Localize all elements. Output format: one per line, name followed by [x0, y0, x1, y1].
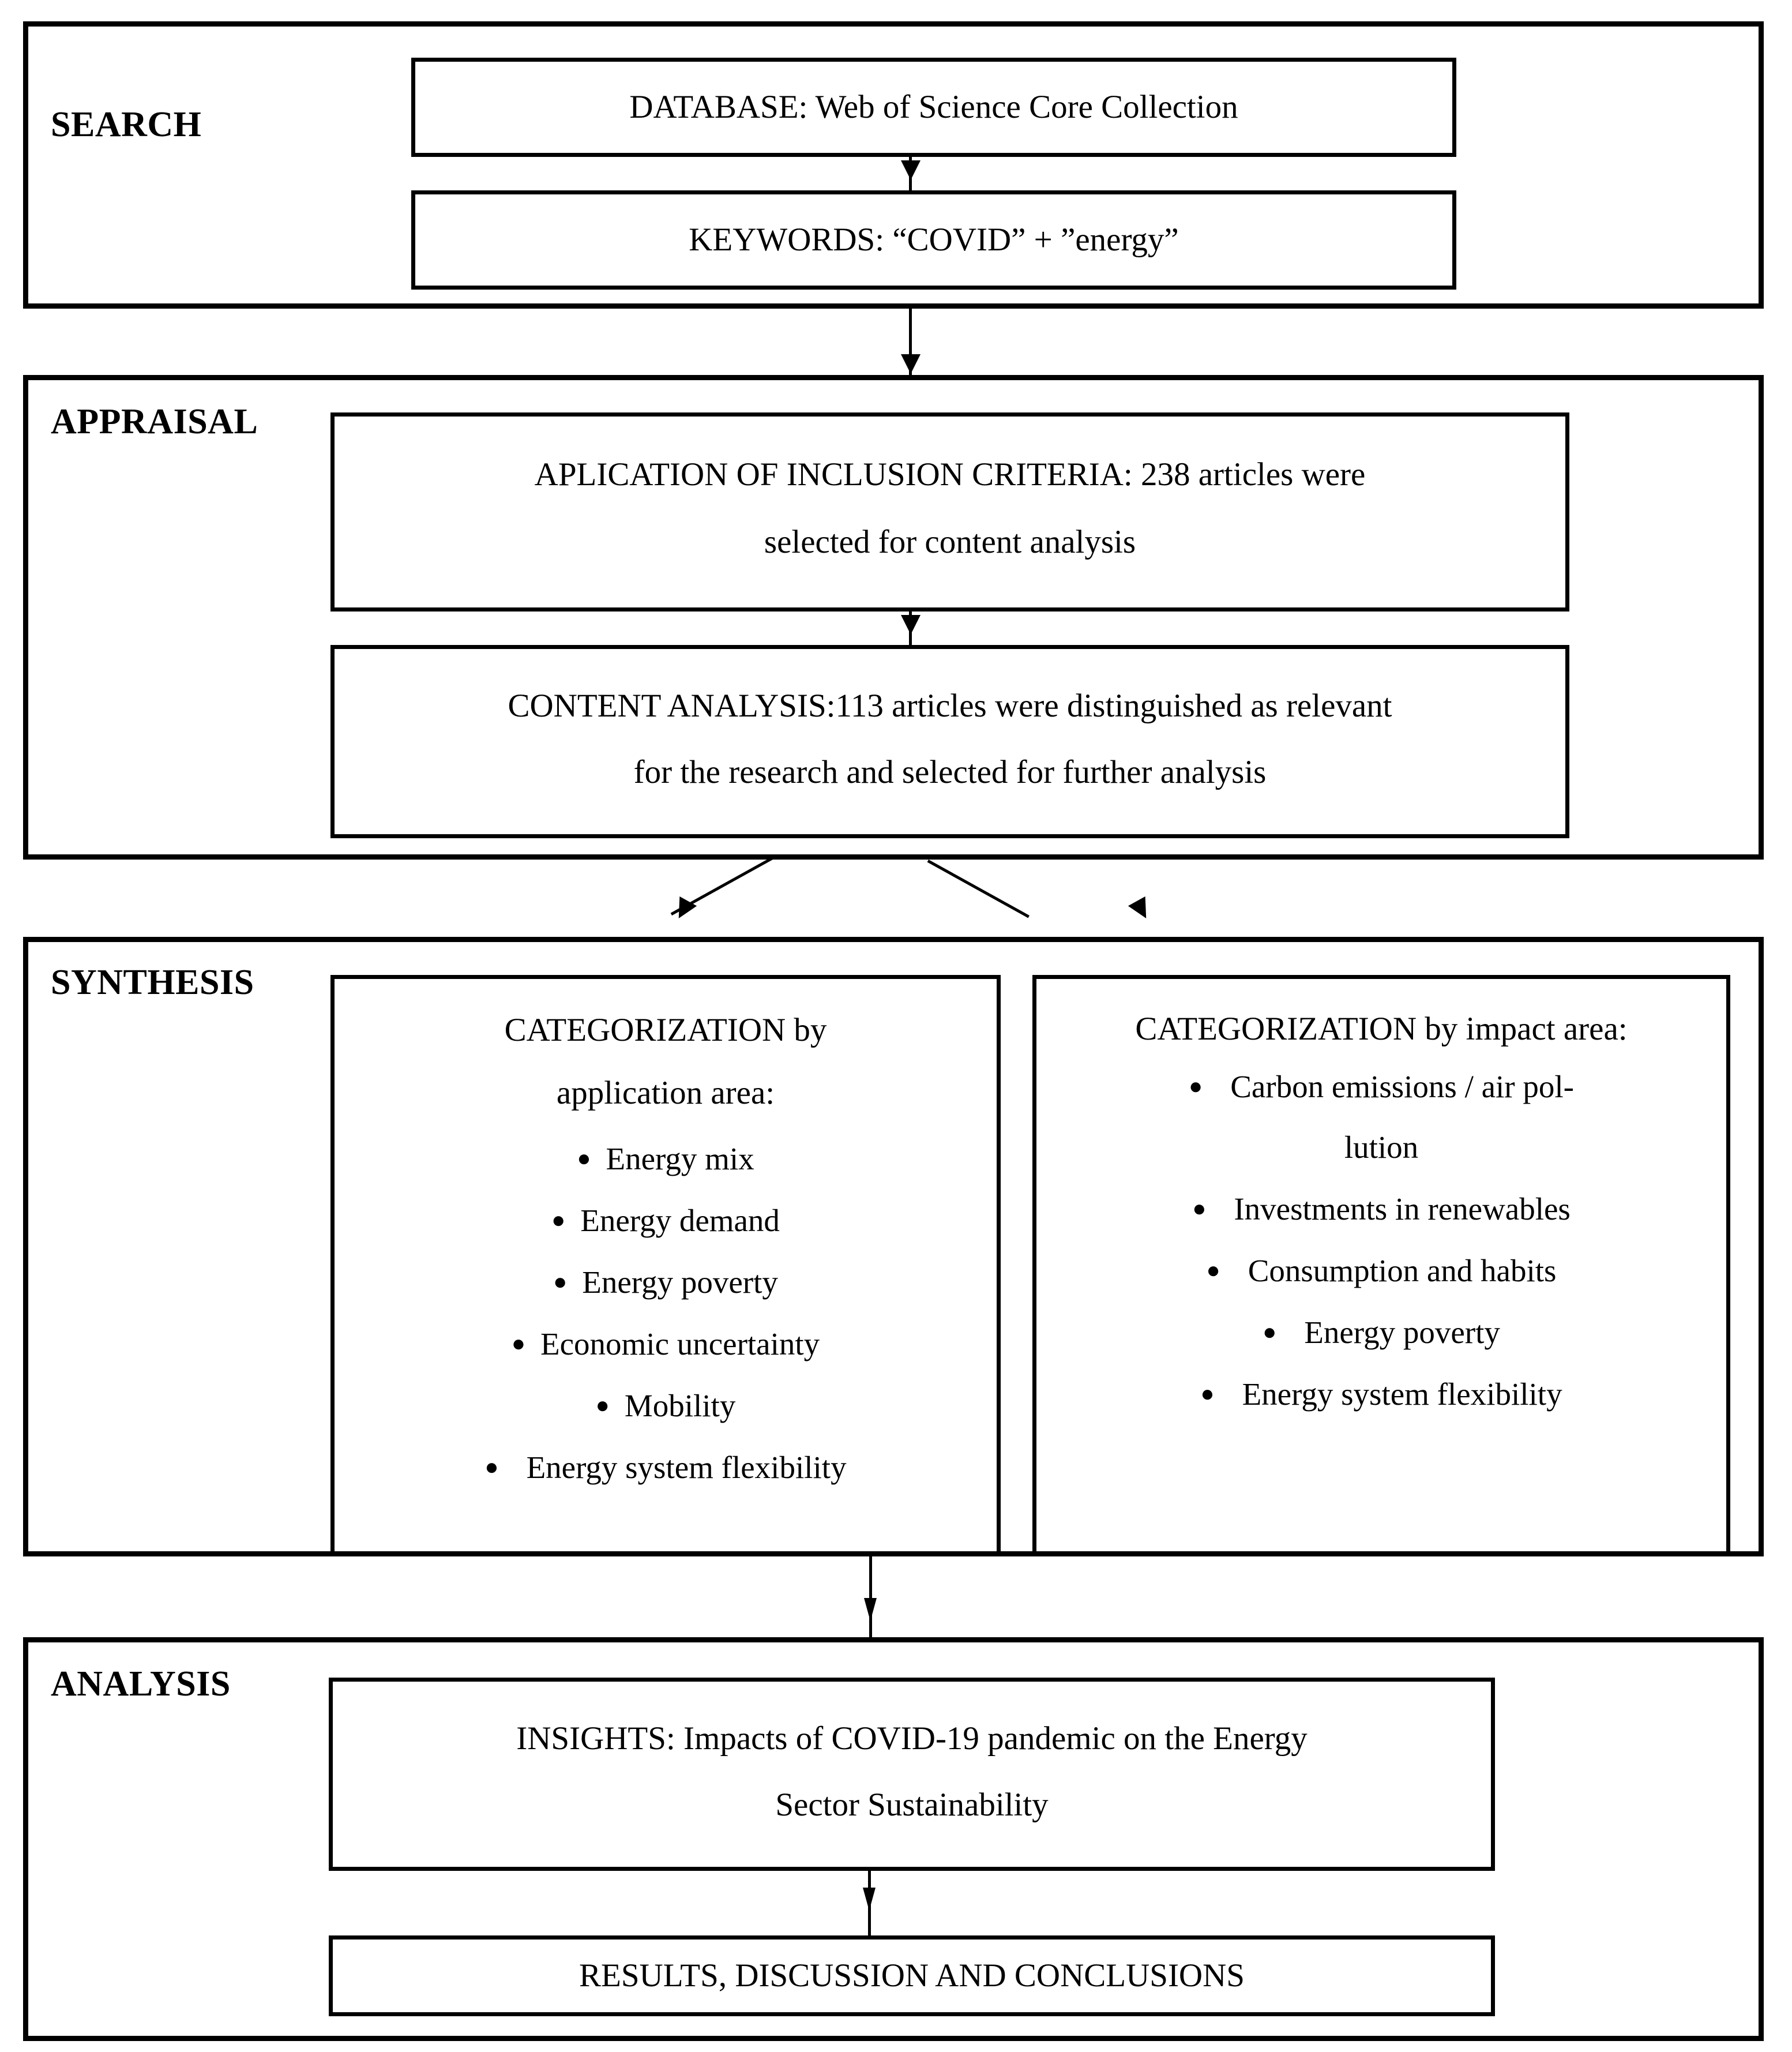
- arrowhead-synthesis-analysis: [864, 1598, 877, 1621]
- box-keywords-line-1: KEYWORDS: “COVID” + ”energy”: [689, 222, 1179, 258]
- categorization-impact-title-1: CATEGORIZATION by impact area:: [1135, 1011, 1628, 1047]
- connector-search-appraisal: [909, 309, 912, 375]
- stage-label-analysis: ANALYSIS: [51, 1664, 231, 1704]
- stage-label-search: SEARCH: [51, 105, 202, 144]
- list-item: ● Consumption and habits: [1036, 1255, 1726, 1286]
- list-item-label: Investments in renewables: [1234, 1191, 1571, 1226]
- list-item-label: Energy poverty: [582, 1265, 778, 1300]
- list-item: ● Energy mix: [335, 1143, 997, 1175]
- bullet-dot-icon: ●: [1263, 1319, 1277, 1345]
- bullet-dot-icon: ●: [577, 1145, 591, 1171]
- list-item-label: Carbon emissions / air pol-: [1230, 1069, 1574, 1104]
- box-inclusion-criteria-line-1: APLICATION OF INCLUSION CRITERIA: 238 ar…: [534, 456, 1366, 493]
- box-results: RESULTS, DISCUSSION AND CONCLUSIONS: [329, 1935, 1495, 2016]
- list-item-label: Energy mix: [606, 1141, 754, 1176]
- arrowhead-inclusion-content: [901, 615, 921, 635]
- list-item-label: Energy system flexibility: [1242, 1376, 1562, 1412]
- box-insights: INSIGHTS: Impacts of COVID-19 pandemic o…: [329, 1678, 1495, 1871]
- list-item: ● Energy system flexibility: [335, 1451, 997, 1483]
- list-item-label: Energy poverty: [1304, 1315, 1500, 1350]
- box-insights-line-2: Sector Sustainability: [775, 1787, 1049, 1823]
- list-item-label: Consumption and habits: [1248, 1253, 1557, 1288]
- list-item-continuation: lution: [1344, 1130, 1419, 1165]
- stage-label-appraisal: APPRAISAL: [51, 402, 258, 441]
- bullet-dot-icon: ●: [551, 1207, 566, 1233]
- list-item-label: Economic uncertainty: [540, 1326, 820, 1361]
- list-item: ● Energy poverty: [335, 1266, 997, 1298]
- list-item: ● Investments in renewables: [1036, 1193, 1726, 1225]
- categorization-application-bullets: ● Energy mix ● Energy demand ● Energy pover…: [335, 1143, 997, 1483]
- connector-synthesis-analysis: [869, 1556, 872, 1637]
- box-categorization-impact-area: CATEGORIZATION by impact area: ● Carbon e…: [1032, 975, 1730, 1555]
- bullet-dot-icon: ●: [1200, 1380, 1215, 1406]
- box-insights-line-1: INSIGHTS: Impacts of COVID-19 pandemic o…: [516, 1720, 1308, 1757]
- box-content-analysis-line-1: CONTENT ANALYSIS:113 articles were disti…: [508, 688, 1392, 724]
- list-item-label: Energy demand: [580, 1203, 780, 1238]
- bullet-dot-icon: ●: [1206, 1257, 1220, 1283]
- box-content-analysis: CONTENT ANALYSIS:113 articles were disti…: [330, 645, 1569, 838]
- arrowhead-appraisal-synthesis-right: [1128, 896, 1155, 924]
- list-item-label: Energy system flexibility: [526, 1450, 847, 1485]
- stage-label-synthesis: SYNTHESIS: [51, 963, 254, 1002]
- list-item: ● Carbon emissions / air pol- lution: [1036, 1071, 1726, 1163]
- bullet-dot-icon: ●: [595, 1392, 610, 1418]
- list-item: ● Energy demand: [335, 1205, 997, 1236]
- bullet-dot-icon: ●: [1189, 1073, 1203, 1099]
- bullet-dot-icon: ●: [511, 1330, 526, 1356]
- list-item: ● Economic uncertainty: [335, 1328, 997, 1360]
- box-database: DATABASE: Web of Science Core Collection: [411, 58, 1456, 157]
- list-item: ● Energy system flexibility: [1036, 1378, 1726, 1410]
- categorization-application-title-2: application area:: [556, 1075, 775, 1111]
- connector-appraisal-synthesis-right: [927, 860, 1030, 918]
- list-item: ● Energy poverty: [1036, 1316, 1726, 1348]
- box-inclusion-criteria: APLICATION OF INCLUSION CRITERIA: 238 ar…: [330, 412, 1569, 612]
- box-results-line-1: RESULTS, DISCUSSION AND CONCLUSIONS: [579, 1957, 1245, 1994]
- categorization-application-title-1: CATEGORIZATION by: [504, 1012, 827, 1048]
- bullet-dot-icon: ●: [1192, 1195, 1207, 1221]
- box-content-analysis-line-2: for the research and selected for furthe…: [633, 754, 1267, 790]
- bullet-dot-icon: ●: [484, 1454, 499, 1480]
- box-categorization-application-area: CATEGORIZATION by application area: ● Ene…: [330, 975, 1001, 1555]
- box-database-line-1: DATABASE: Web of Science Core Collection: [629, 89, 1238, 126]
- arrowhead-database-keywords: [901, 160, 921, 180]
- arrowhead-search-appraisal: [901, 354, 921, 374]
- bullet-dot-icon: ●: [553, 1269, 568, 1295]
- categorization-impact-bullets: ● Carbon emissions / air pol- lution ● Inv…: [1036, 1071, 1726, 1410]
- box-keywords: KEYWORDS: “COVID” + ”energy”: [411, 190, 1456, 290]
- box-inclusion-criteria-line-2: selected for content analysis: [764, 524, 1136, 560]
- list-item: ● Mobility: [335, 1390, 997, 1421]
- arrowhead-insights-results: [863, 1888, 876, 1911]
- list-item-label: Mobility: [624, 1388, 736, 1423]
